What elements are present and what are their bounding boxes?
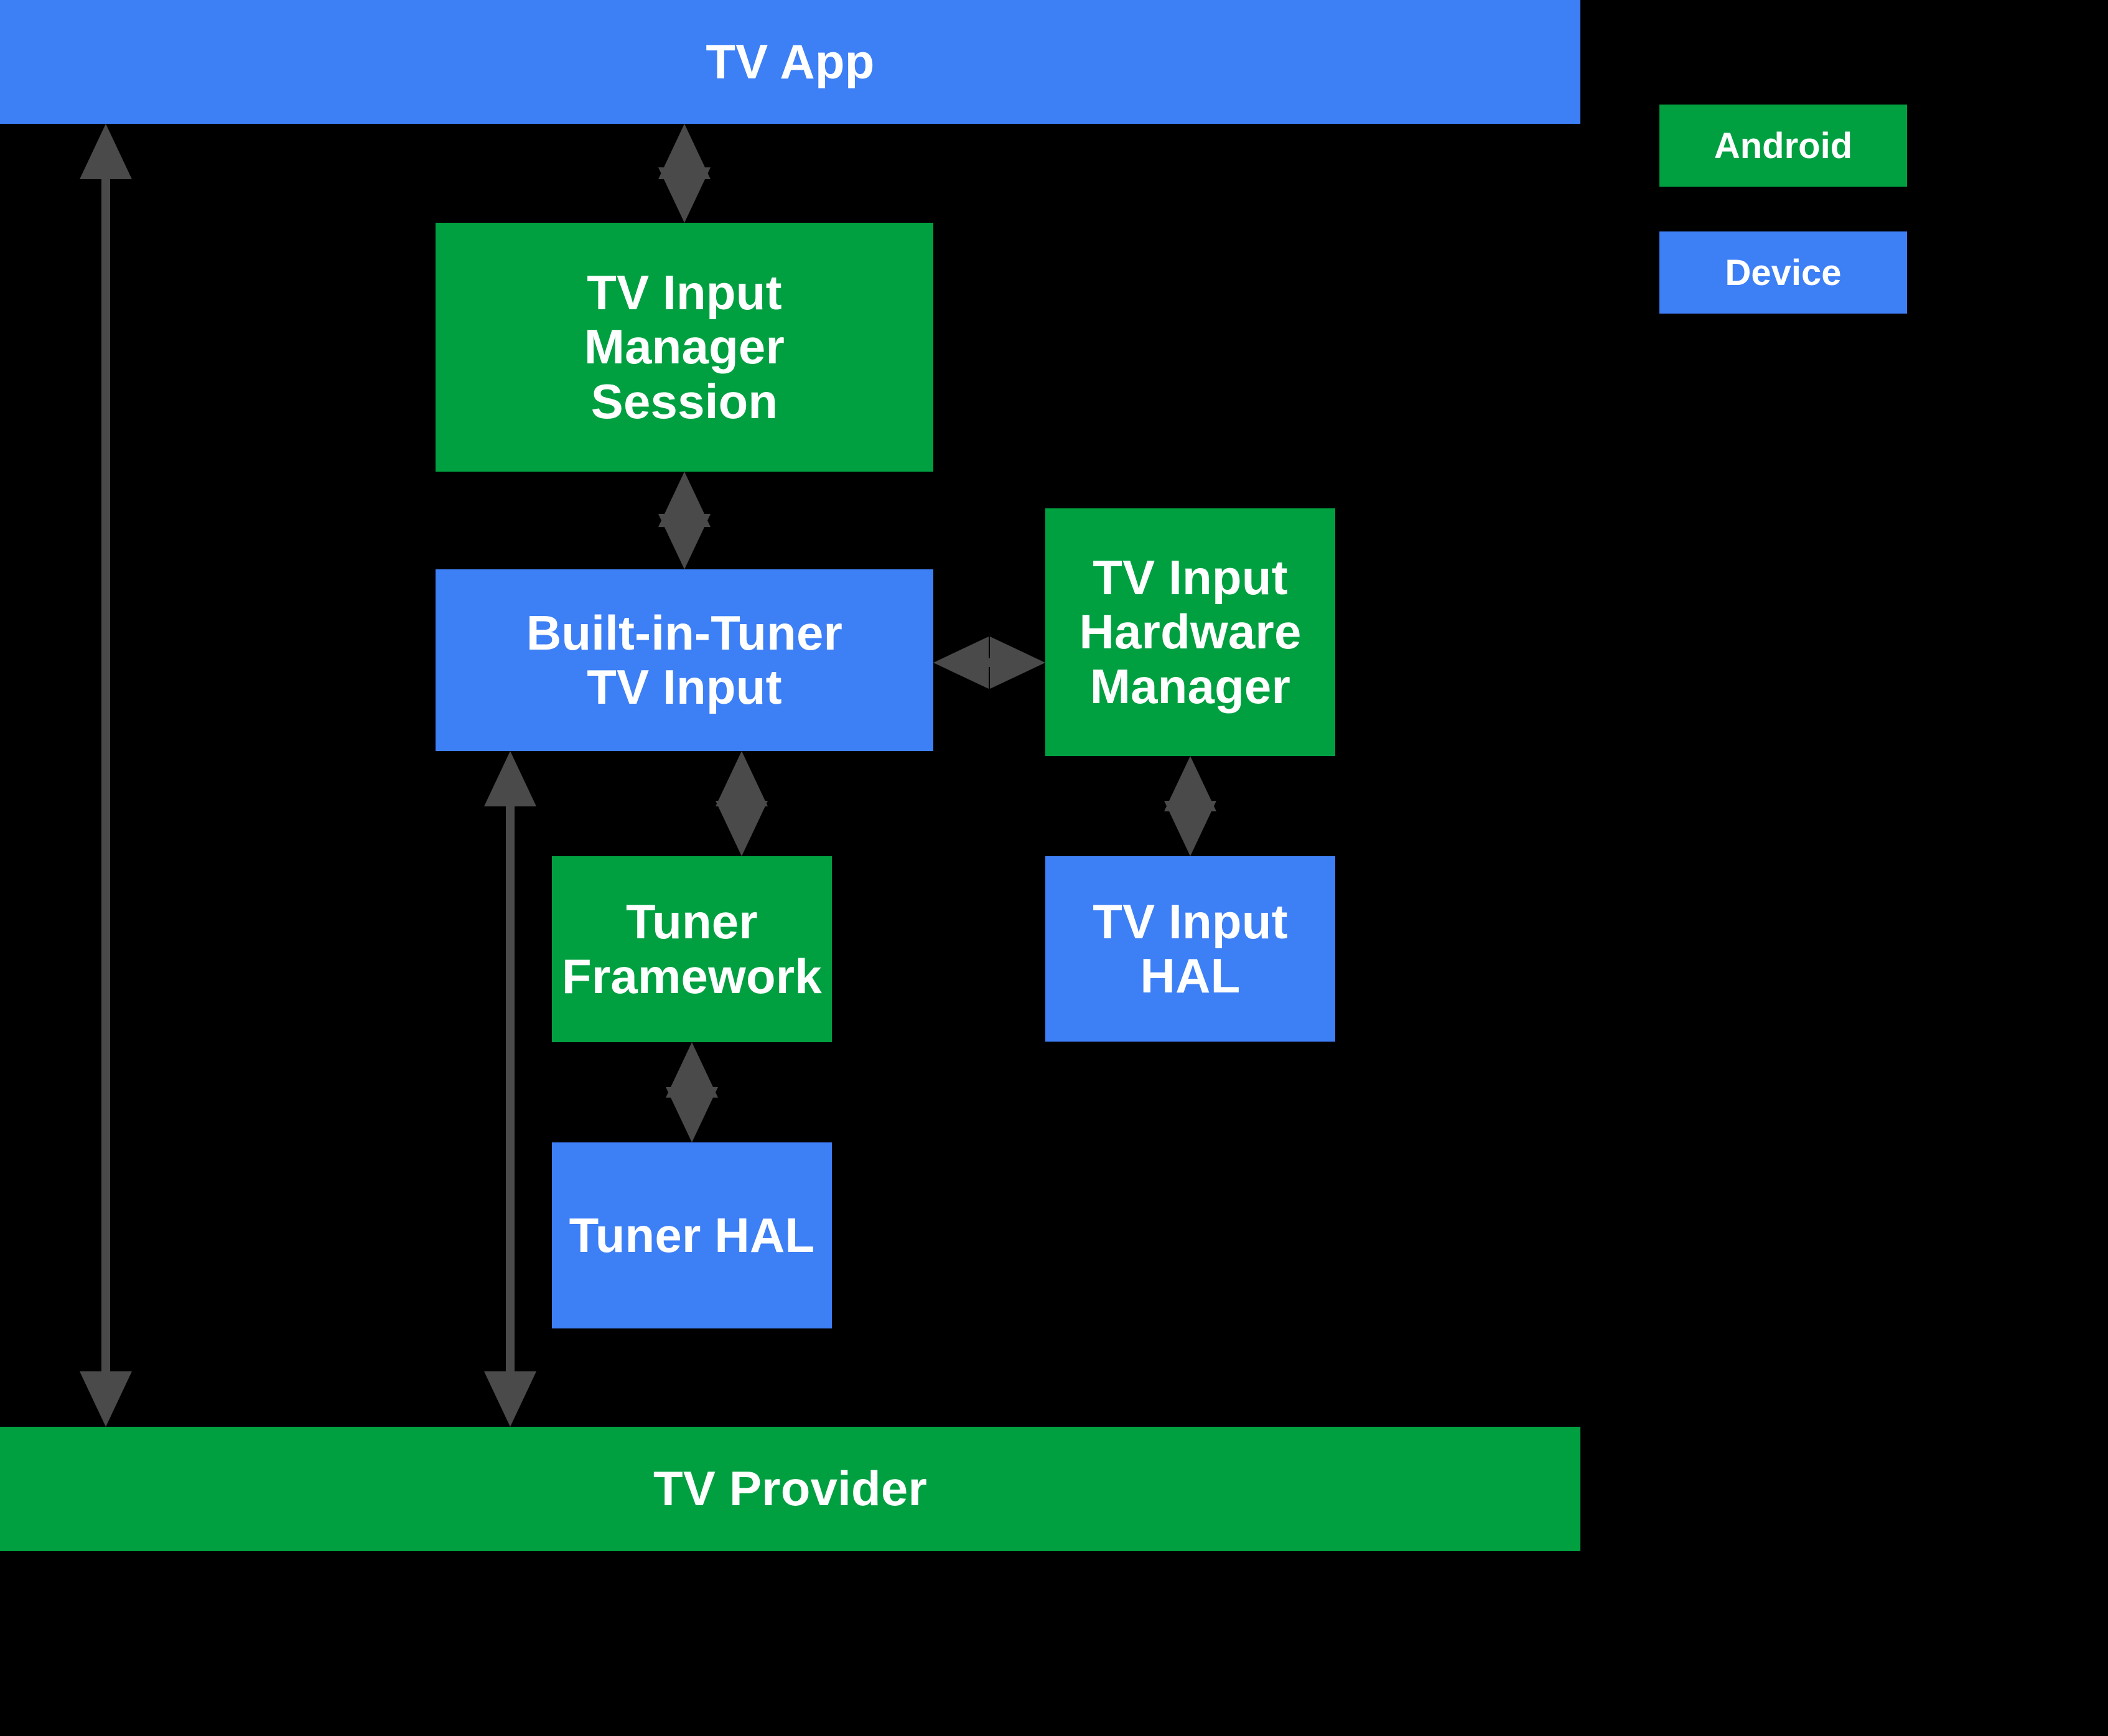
node-tv-input-hal[interactable]: TV Input HAL [1045, 856, 1335, 1042]
node-tuner-framework-label-line2: Framework [562, 948, 822, 1004]
node-tihm-label-line1: TV Input [1093, 549, 1288, 605]
node-tims-label-line3: Session [590, 373, 778, 429]
legend-item-device: Device [1659, 231, 1907, 314]
connector-builtintuner-tvprovider [484, 751, 536, 1427]
connector-tims-builtintuner [658, 472, 711, 569]
node-built-in-tuner-tv-input[interactable]: Built-in-Tuner TV Input [436, 569, 933, 751]
connector-tunerframework-tunerhal [666, 1042, 718, 1142]
node-tv-provider-label: TV Provider [653, 1461, 927, 1516]
node-tihm-label-line2: Hardware [1079, 604, 1302, 660]
connector-builtintuner-tihm [933, 637, 1045, 689]
node-tv-provider[interactable]: TV Provider [0, 1427, 1580, 1551]
connector-tvapp-tims [658, 124, 711, 223]
node-tv-app[interactable]: TV App [0, 0, 1580, 124]
legend-item-android: Android [1659, 105, 1907, 187]
node-tuner-hal-label: Tuner HAL [569, 1207, 815, 1262]
connector-tvapp-tvprovider [80, 124, 132, 1427]
node-tv-input-hardware-manager[interactable]: TV Input Hardware Manager [1045, 508, 1335, 756]
node-tims-label-line2: Manager [584, 319, 785, 375]
connector-builtintuner-tunerframework [716, 751, 768, 856]
node-built-in-tuner-label-line2: TV Input [587, 660, 782, 714]
legend-item-device-label: Device [1725, 252, 1842, 293]
node-tuner-framework[interactable]: Tuner Framework [552, 856, 832, 1042]
node-tuner-hal[interactable]: Tuner HAL [552, 1142, 832, 1328]
legend-item-android-label: Android [1714, 125, 1853, 166]
connector-tihm-tvinputhal [1164, 756, 1216, 856]
node-tv-app-label: TV App [706, 34, 875, 89]
node-tv-input-manager-session[interactable]: TV Input Manager Session [436, 223, 933, 472]
node-tims-label-line1: TV Input [587, 264, 782, 320]
node-tuner-framework-label-line1: Tuner [626, 894, 758, 950]
node-built-in-tuner-label-line1: Built-in-Tuner [526, 605, 843, 660]
node-tihm-label-line3: Manager [1089, 658, 1291, 714]
node-tv-input-hal-label: TV Input HAL [1093, 894, 1288, 1003]
